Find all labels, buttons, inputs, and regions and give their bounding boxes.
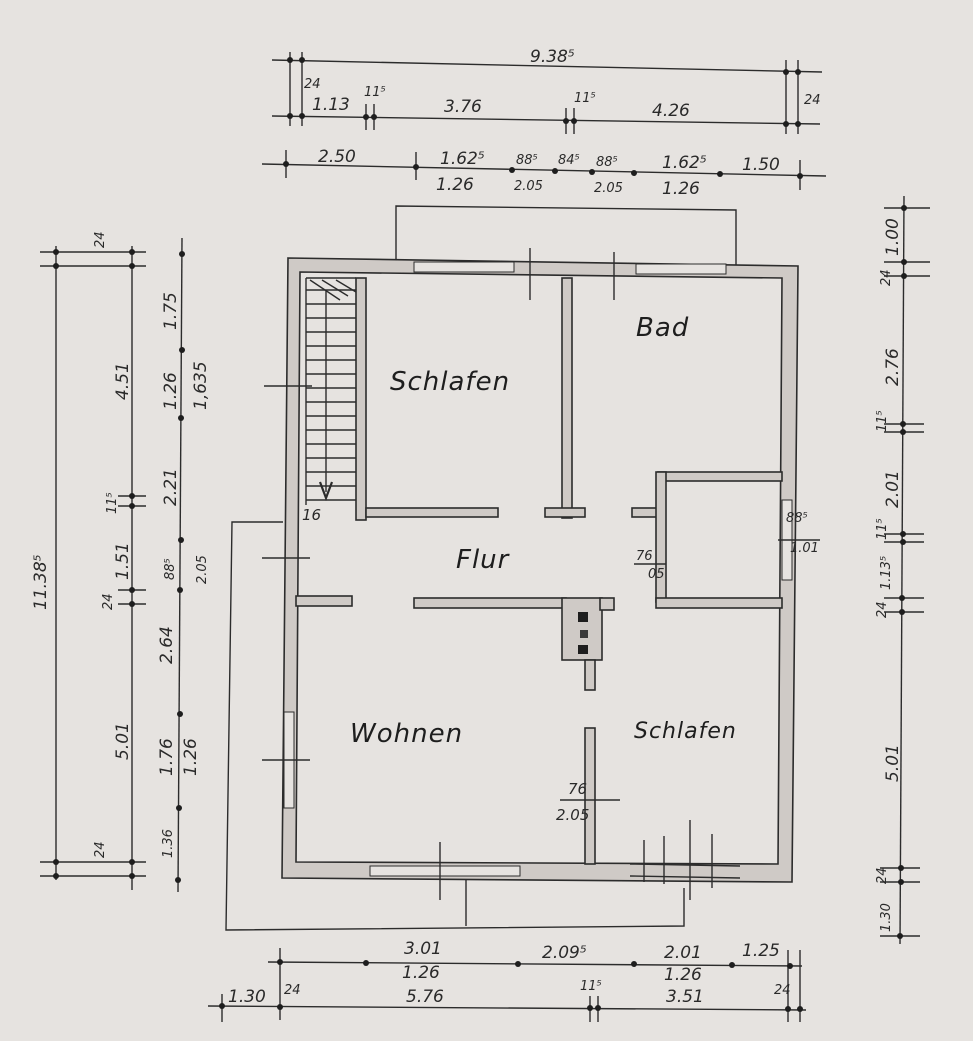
dim-top-3-76: 3.76: [444, 97, 482, 117]
dim-bottom-5-76: 5.76: [406, 987, 444, 1007]
walls: [225, 205, 799, 931]
dim-left-24-mid: 24: [101, 593, 116, 610]
dim-bottom-1-30: 1.30: [228, 987, 266, 1007]
room-label-schlafen-top: Schlafen: [390, 367, 510, 397]
dim-left-2-64: 2.64: [157, 626, 177, 664]
dim-left-2-05: 2.05: [195, 555, 210, 584]
dim-right-24-c: 24: [875, 867, 890, 884]
dim-left-total: 11.38⁵: [31, 554, 51, 610]
dim-bottom-2-09: 2.09⁵: [542, 943, 587, 963]
dim-left-4-51: 4.51: [113, 362, 133, 400]
dim-bottom-24-right: 24: [774, 983, 791, 998]
wohnen-door-width: 76: [568, 780, 587, 798]
dim-top-2-50: 2.50: [318, 147, 356, 167]
dim-right-inner-1-01: 1.01: [790, 541, 819, 556]
dim-bottom-1-25: 1.25: [742, 941, 780, 961]
dim-left-1-76: 1.76: [157, 738, 177, 776]
dim-left-24-top: 24: [93, 231, 108, 248]
dim-top-11-5-b: 11⁵: [574, 91, 596, 106]
dim-right-1-00: 1.00: [883, 218, 903, 256]
dim-left-annotation: 1,635: [191, 361, 211, 410]
dim-bottom-3-51: 3.51: [666, 987, 704, 1007]
dim-bottom-2-01: 2.01: [664, 943, 702, 963]
dim-top-11-5-a: 11⁵: [364, 85, 386, 100]
room-label-wohnen: Wohnen: [350, 719, 463, 749]
dim-top-1-26-a: 1.26: [436, 175, 474, 195]
right-dimensions: 1.00 24 2.76 11⁵ 2.01 11⁵ 1.13⁵ 24 5.01 …: [786, 195, 930, 945]
dim-right-2-01: 2.01: [883, 470, 903, 508]
dim-left-1-36: 1.36: [161, 829, 176, 858]
dim-right-inner-88: 88⁵: [786, 511, 808, 526]
dim-top-1-13: 1.13: [312, 95, 350, 115]
dim-left-88-5: 88⁵: [163, 558, 178, 580]
bottom-right-ticks: [629, 820, 741, 900]
dim-right-1-30: 1.30: [879, 903, 894, 932]
dim-top-total: 9.38⁵: [530, 47, 575, 67]
dim-left-24-bottom: 24: [93, 841, 108, 858]
dim-right-24-a: 24: [879, 269, 894, 286]
dim-top-24-right: 24: [804, 93, 821, 108]
windows: [262, 248, 820, 900]
dim-right-11-5-a: 11⁵: [875, 410, 890, 432]
stair-step-count: 16: [302, 506, 321, 524]
dim-right-2-76: 2.76: [883, 348, 903, 386]
flur-door-height: 05: [648, 567, 665, 582]
dim-top-24-left: 24: [304, 77, 321, 92]
dim-top-2-05-b: 2.05: [594, 181, 623, 196]
dim-left-5-01: 5.01: [113, 722, 133, 760]
dim-top-88-b: 88⁵: [596, 155, 618, 170]
dim-top-1-62-a: 1.62⁵: [440, 149, 485, 169]
dim-right-5-01: 5.01: [883, 744, 903, 782]
dim-top-1-62-b: 1.62⁵: [662, 153, 707, 173]
dim-bottom-1-26-a: 1.26: [402, 963, 440, 983]
dim-top-2-05-a: 2.05: [514, 179, 543, 194]
dim-right-1-13: 1.13⁵: [879, 556, 894, 590]
room-label-flur: Flur: [456, 545, 511, 575]
dim-left-1-26-b: 1.26: [181, 738, 201, 776]
wohnen-door-height: 2.05: [556, 806, 589, 824]
room-label-bad: Bad: [636, 313, 689, 343]
dim-top-84: 84⁵: [558, 153, 580, 168]
dim-left-1-75: 1.75: [161, 292, 181, 330]
room-label-schlafen-bottom: Schlafen: [634, 719, 737, 744]
dim-bottom-11-5: 11⁵: [580, 979, 602, 994]
dim-bottom-24-left: 24: [284, 983, 301, 998]
dim-left-1-51: 1.51: [113, 542, 133, 580]
dim-right-11-5-b: 11⁵: [875, 518, 890, 540]
dim-left-1-26-a: 1.26: [161, 372, 181, 410]
bottom-dimensions: 3.01 2.09⁵ 2.01 1.25 1.26 1.26 1.30 24 5…: [207, 939, 807, 1022]
top-dimensions: 9.38⁵ 24 1.13 11⁵ 3.76 11⁵ 4.26 24 2.50 …: [261, 47, 827, 199]
left-dimensions: 11.38⁵ 24 4.51 11⁵ 1.51 24 5.01 24 1.75 …: [31, 231, 211, 893]
staircase: 16: [302, 277, 357, 524]
dim-left-11-5: 11⁵: [105, 492, 120, 514]
dim-left-2-21: 2.21: [161, 468, 181, 506]
dim-top-88-a: 88⁵: [516, 153, 538, 168]
dim-bottom-3-01: 3.01: [404, 939, 442, 959]
dim-right-24-b: 24: [875, 601, 890, 618]
dim-top-4-26: 4.26: [652, 101, 690, 121]
dim-top-1-50: 1.50: [742, 155, 780, 175]
dim-top-1-26-b: 1.26: [662, 179, 700, 199]
flur-door-width: 76: [636, 549, 653, 564]
dim-bottom-1-26-b: 1.26: [664, 965, 702, 985]
